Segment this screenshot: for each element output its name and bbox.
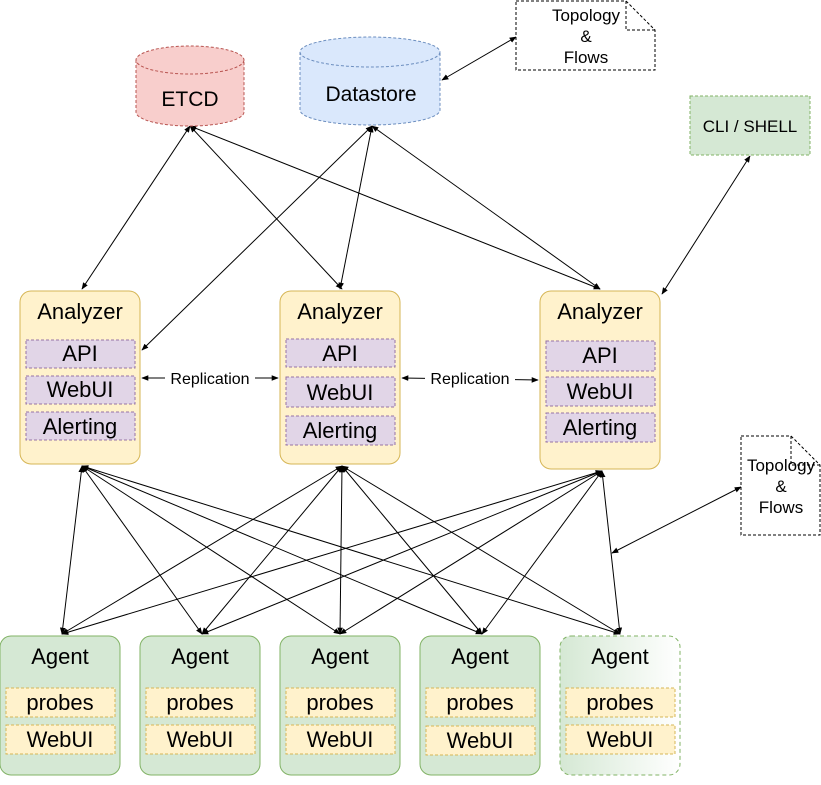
note-top-line-2: & bbox=[580, 27, 592, 46]
agent-5-title: Agent bbox=[591, 644, 649, 669]
agent-4-webui: WebUI bbox=[447, 728, 514, 753]
agent-1-probes: probes bbox=[26, 690, 93, 715]
agent-2-title: Agent bbox=[171, 644, 229, 669]
agent-1-title: Agent bbox=[31, 644, 89, 669]
agent-1-webui: WebUI bbox=[27, 727, 94, 752]
analyzer-1: Analyzer API WebUI Alerting bbox=[19, 290, 141, 465]
edge-analyzer-1-agent-3 bbox=[81, 465, 341, 635]
agent-5-webui: WebUI bbox=[587, 727, 654, 752]
replication-edge-1: Replication bbox=[141, 368, 279, 388]
edge-analyzer-3-agent-1 bbox=[61, 470, 603, 635]
agent-5: Agent probes WebUI bbox=[559, 635, 681, 776]
agent-2: Agent probes WebUI bbox=[139, 635, 261, 776]
edge-datastore-analyzer-2 bbox=[338, 125, 374, 290]
analyzer-1-api: API bbox=[62, 341, 97, 366]
note-top-line-3: Flows bbox=[564, 48, 608, 67]
cli-shell-box: CLI / SHELL bbox=[689, 95, 811, 156]
agent-1: Agent probes WebUI bbox=[0, 635, 121, 776]
cli-shell-label: CLI / SHELL bbox=[703, 117, 798, 136]
analyzer-2-title: Analyzer bbox=[297, 299, 383, 324]
datastore-store: Datastore bbox=[299, 36, 441, 126]
agent-4: Agent probes WebUI bbox=[419, 635, 541, 776]
edge-datastore-analyzer-1 bbox=[141, 125, 373, 351]
analyzer-2: Analyzer API WebUI Alerting bbox=[279, 290, 401, 465]
edge-analyzer-3-agent-3 bbox=[339, 470, 603, 635]
topology-flows-note-top: Topology & Flows bbox=[515, 0, 656, 71]
connection-edges bbox=[59, 36, 751, 635]
agent-2-probes: probes bbox=[166, 690, 233, 715]
agent-3-webui: WebUI bbox=[307, 727, 374, 752]
agent-3-title: Agent bbox=[311, 644, 369, 669]
edge-etcd-analyzer-2 bbox=[189, 125, 343, 290]
analyzer-2-alerting: Alerting bbox=[303, 418, 378, 443]
edge-cli-analyzer-3 bbox=[661, 155, 751, 295]
etcd-store: ETCD bbox=[135, 45, 245, 127]
agent-4-title: Agent bbox=[451, 644, 509, 669]
analyzer-3-alerting: Alerting bbox=[563, 415, 638, 440]
analyzer-2-api: API bbox=[322, 341, 357, 366]
analyzer-3-webui: WebUI bbox=[567, 379, 634, 404]
analyzer-3-title: Analyzer bbox=[557, 299, 643, 324]
edge-etcd-analyzer-1 bbox=[81, 125, 191, 290]
replication-label-2: Replication bbox=[430, 371, 509, 388]
replication-label-1: Replication bbox=[170, 371, 249, 388]
agent-3-probes: probes bbox=[306, 690, 373, 715]
agent-4-probes: probes bbox=[446, 690, 513, 715]
note-right-line-3: Flows bbox=[759, 498, 803, 517]
replication-edge-2: Replication bbox=[401, 369, 539, 389]
edge-analyzer-3-topology bbox=[611, 486, 742, 554]
edge-datastore-topology bbox=[441, 36, 517, 81]
analyzer-1-alerting: Alerting bbox=[43, 414, 118, 439]
note-right-line-2: & bbox=[775, 477, 787, 496]
edge-analyzer-3-agent-4 bbox=[481, 470, 603, 635]
edge-analyzer-1-agent-1 bbox=[59, 465, 85, 635]
analyzer-1-title: Analyzer bbox=[37, 299, 123, 324]
analyzer-2-webui: WebUI bbox=[307, 380, 374, 405]
analyzer-3-api: API bbox=[582, 343, 617, 368]
edge-analyzer-2-agent-2 bbox=[201, 465, 343, 635]
datastore-label: Datastore bbox=[325, 83, 416, 106]
agent-3: Agent probes WebUI bbox=[279, 635, 401, 776]
note-right-line-1: Topology bbox=[747, 456, 816, 475]
topology-flows-note-right: Topology & Flows bbox=[740, 435, 821, 536]
analyzer-1-webui: WebUI bbox=[47, 377, 114, 402]
note-top-line-1: Topology bbox=[552, 6, 621, 25]
agent-2-webui: WebUI bbox=[167, 727, 234, 752]
etcd-label: ETCD bbox=[161, 88, 218, 111]
edge-analyzer-2-agent-4 bbox=[341, 465, 483, 635]
agent-5-probes: probes bbox=[586, 690, 653, 715]
edge-analyzer-1-agent-5 bbox=[81, 465, 621, 635]
edge-datastore-analyzer-3 bbox=[371, 125, 601, 290]
edge-analyzer-2-agent-5 bbox=[341, 465, 621, 635]
edge-analyzer-2-agent-1 bbox=[61, 465, 343, 635]
edge-etcd-analyzer-3 bbox=[189, 125, 601, 290]
analyzer-3: Analyzer API WebUI Alerting bbox=[539, 290, 661, 470]
edge-analyzer-3-agent-5 bbox=[599, 470, 623, 635]
